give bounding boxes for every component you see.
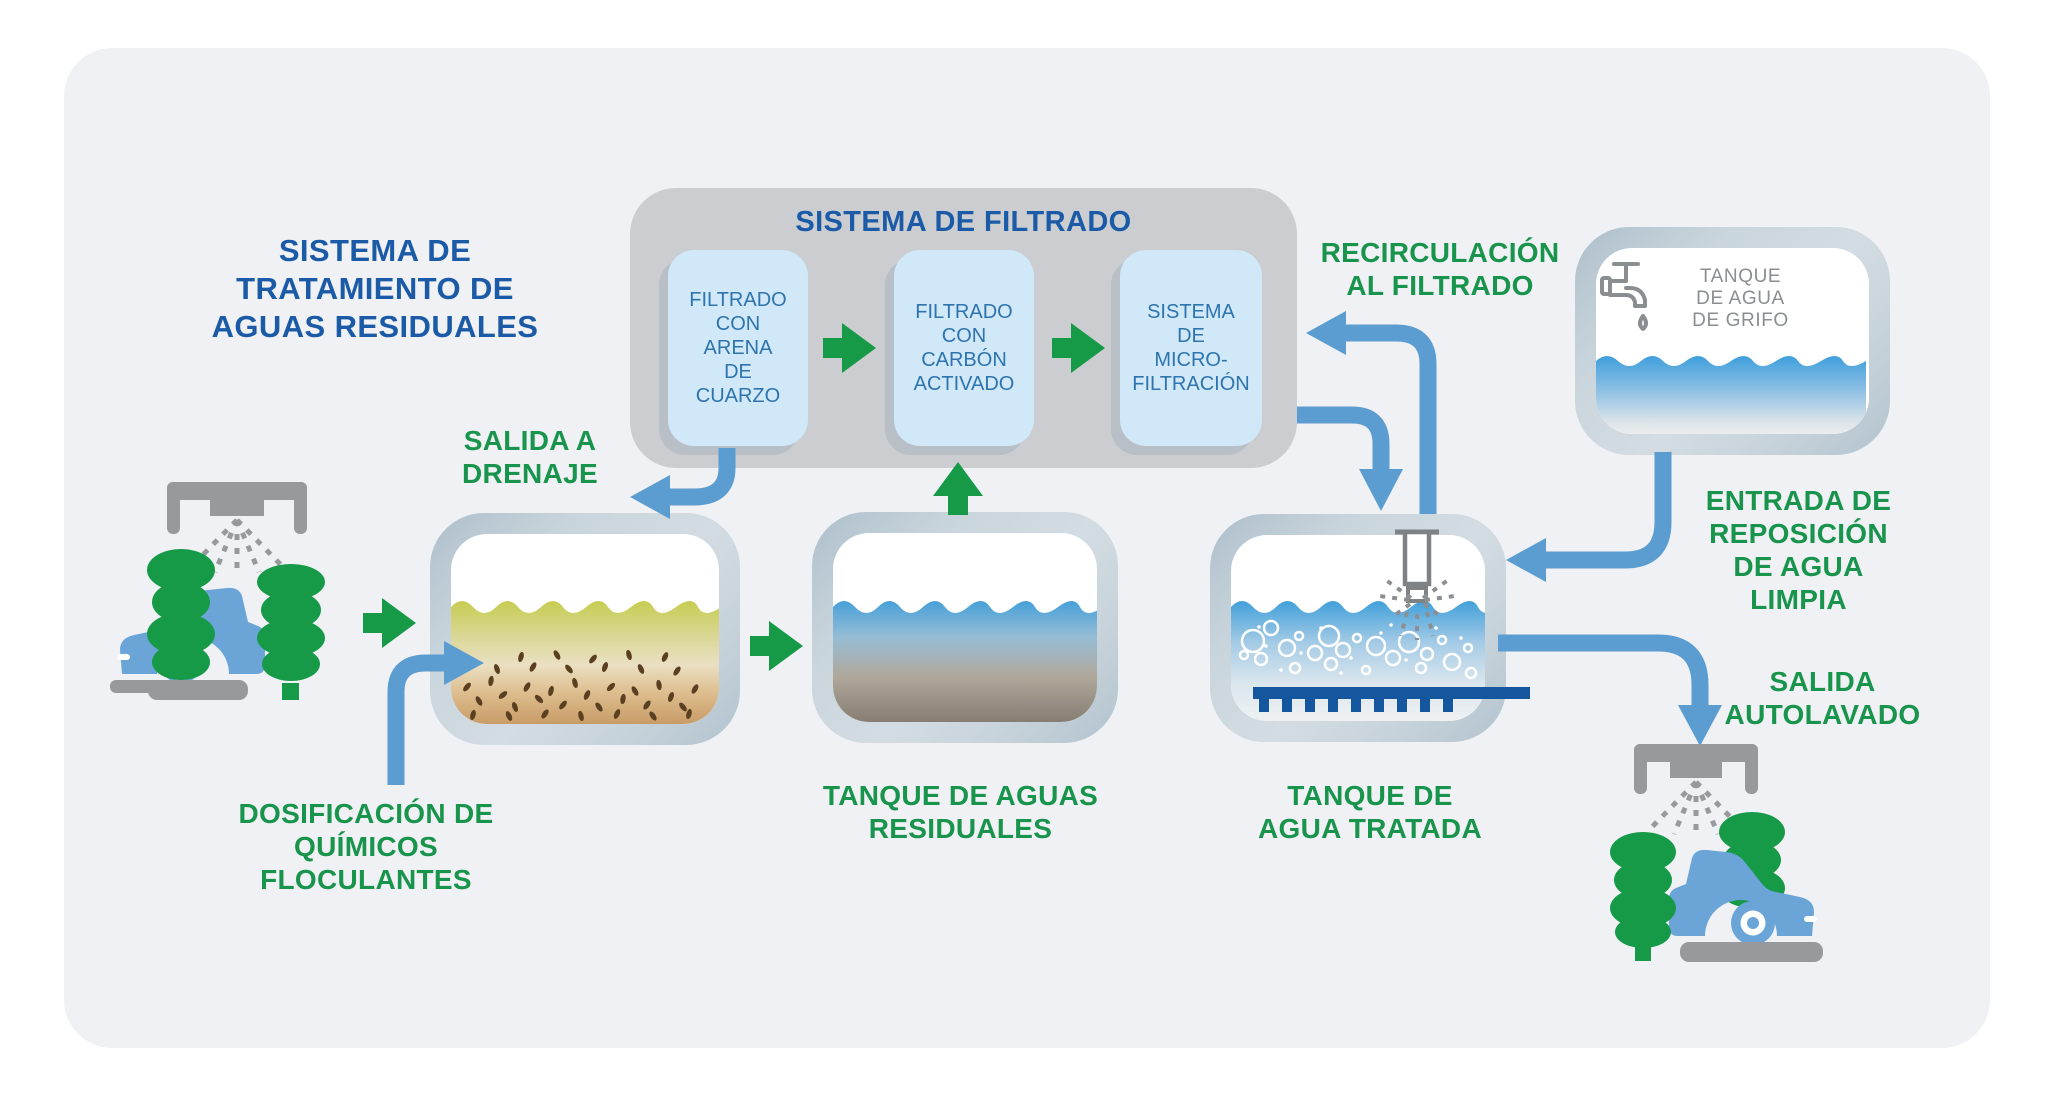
spray-water — [1649, 780, 1743, 838]
tap-water — [1596, 356, 1866, 434]
pipe-arrowheads — [444, 311, 1722, 746]
dosing-arrowhead-icon — [444, 641, 484, 685]
bubble-dots — [1257, 623, 1463, 675]
car-wash-exit-icon — [1610, 744, 1823, 962]
floor-base — [1680, 942, 1823, 962]
filter-stage-activated-carbon-label: FILTRADO CON CARBÓN ACTIVADO — [913, 301, 1015, 395]
filter-stage-quartz-sand: FILTRADO CON ARENA DE CUARZO — [668, 250, 808, 446]
carwash-outlet-arrowhead-icon — [1678, 705, 1722, 746]
filter-stage-microfiltration: SISTEMA DE MICRO- FILTRACIÓN — [1120, 250, 1262, 446]
tap-water-tank-interior — [1596, 248, 1869, 434]
flow-arrow-icon — [750, 621, 803, 671]
label-salida-drenaje: SALIDA A DRENAJE — [462, 425, 598, 489]
spray-bar-icon — [167, 482, 307, 534]
fresh-water-inlet-pipe — [1544, 452, 1672, 569]
dosing-pipe — [387, 654, 446, 785]
brush-icon — [1610, 832, 1676, 961]
outlet-arrowhead-icon — [1359, 469, 1403, 511]
label-tanque-aguas-residuales: TANQUE DE AGUAS RESIDUALES — [822, 780, 1099, 844]
drain-arrowhead-icon — [630, 475, 670, 519]
inlet-arrowhead-icon — [1506, 538, 1546, 582]
flow-arrow-icon — [363, 598, 416, 648]
wastewater-water — [833, 601, 1097, 722]
brush-icon — [147, 549, 215, 680]
filter-stage-quartz-sand-label: FILTRADO CON ARENA DE CUARZO — [689, 289, 787, 407]
filter-stage-activated-carbon: FILTRADO CON CARBÓN ACTIVADO — [894, 250, 1034, 446]
page-title: SISTEMA DE TRATAMIENTO DE AGUAS RESIDUAL… — [211, 233, 539, 344]
label-salida-autolavado: SALIDA AUTOLAVADO — [1724, 666, 1921, 730]
recirculation-arrowhead-icon — [1306, 311, 1346, 355]
label-entrada-reposicion: ENTRADA DE REPOSICIÓN DE AGUA LIMPIA — [1705, 485, 1892, 615]
wastewater-tank-interior — [833, 533, 1097, 722]
microfiltration-outlet-pipe — [1297, 406, 1390, 471]
spray-water — [190, 518, 284, 576]
diffuser-icon — [1253, 687, 1530, 712]
drain-pipe — [666, 448, 736, 506]
flow-arrow-icon — [1052, 323, 1105, 373]
wastewater-tank — [812, 512, 1118, 743]
carwash-outlet-pipe — [1498, 634, 1709, 706]
filter-system-title: SISTEMA DE FILTRADO — [795, 206, 1132, 238]
filter-stage-microfiltration-label: SISTEMA DE MICRO- FILTRACIÓN — [1132, 301, 1250, 395]
tap-water-tank — [1575, 227, 1890, 455]
dirty-water — [451, 601, 719, 724]
faucet-icon — [1600, 262, 1648, 331]
floor-base — [110, 680, 248, 700]
sprinkler-icon — [1378, 529, 1456, 640]
recirculation-pipe — [1344, 324, 1437, 514]
car — [1669, 849, 1817, 945]
tap-water-tank-label: TANQUE DE AGUA DE GRIFO — [1692, 266, 1789, 331]
label-dosificacion: DOSIFICACIÓN DE QUÍMICOS FLOCULANTES — [238, 798, 494, 895]
car-wash-entry-icon — [110, 482, 325, 700]
flocculation-tank-interior — [451, 534, 719, 724]
spray-bar-icon — [1634, 744, 1758, 794]
flocculation-tank — [430, 513, 740, 745]
brush-icon — [257, 564, 325, 700]
flow-arrow-icon — [823, 323, 876, 373]
flow-arrow-up-icon — [933, 462, 983, 515]
flow-arrows — [363, 323, 1105, 671]
label-tanque-agua-tratada: TANQUE DE AGUA TRATADA — [1258, 780, 1482, 844]
floc-particles — [463, 649, 699, 722]
bubbles — [1238, 619, 1478, 680]
label-recirculacion: RECIRCULACIÓN AL FILTRADO — [1320, 237, 1560, 301]
